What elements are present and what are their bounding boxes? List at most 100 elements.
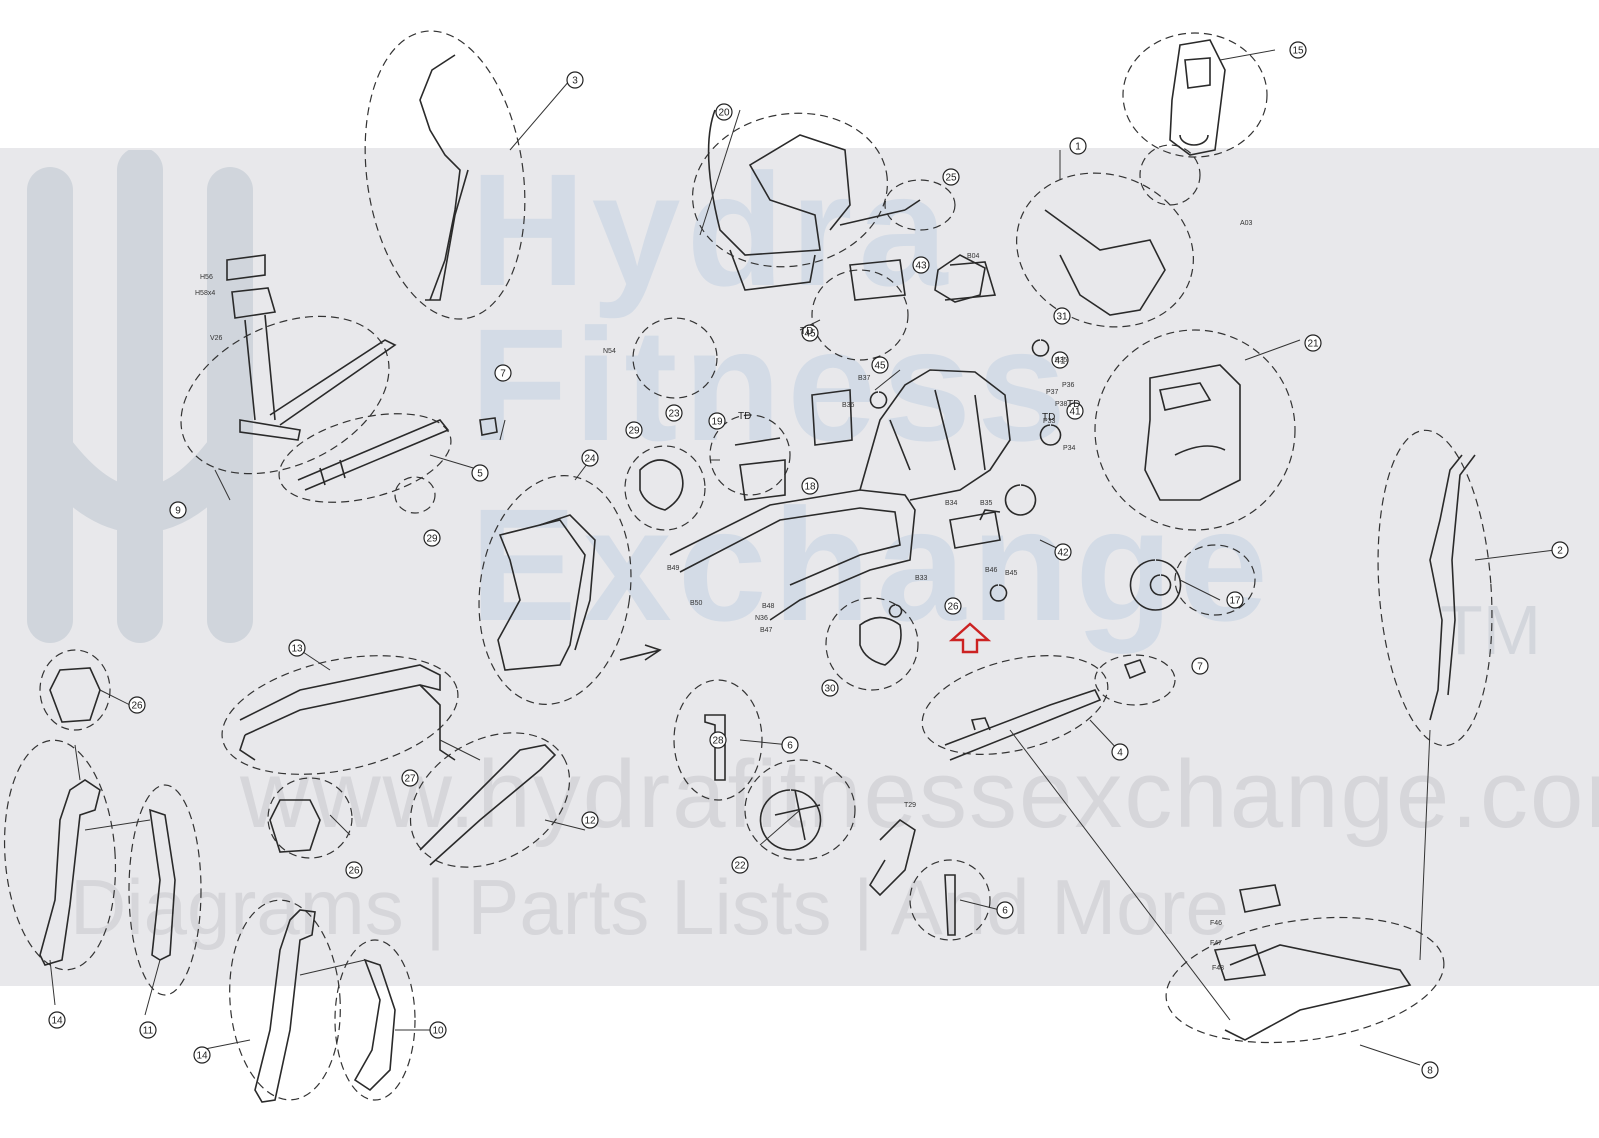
part-code-label: B45: [1005, 570, 1018, 577]
group-outline: [1165, 916, 1445, 1044]
part-outline: [1429, 454, 1463, 721]
callout-marker: 7: [494, 364, 512, 382]
group-outline: [632, 317, 718, 399]
callout-number: 24: [584, 454, 596, 465]
leader-line: [329, 814, 351, 836]
callout-circle: [731, 856, 749, 874]
callout-circle: [709, 731, 727, 749]
leader-line: [1179, 579, 1221, 601]
callout-circle: [944, 597, 962, 615]
callout-number: 21: [1307, 339, 1319, 350]
callout-number: 23: [668, 409, 680, 420]
watermark-line-2: Fitness: [470, 295, 1073, 474]
part-outline: [1129, 559, 1182, 611]
callout-marker: 6: [781, 736, 799, 754]
part-outline: [734, 437, 781, 446]
group-outline: [709, 414, 791, 496]
part-code-label: B33: [915, 575, 928, 582]
callout-number: 8: [1427, 1066, 1433, 1077]
group-outline: [691, 112, 889, 268]
part-outline: [989, 584, 1008, 602]
callout-marker: 8: [1421, 1061, 1439, 1079]
group-outline: [39, 649, 111, 731]
callout-number: 41: [1069, 407, 1081, 418]
group-outline: [884, 179, 956, 231]
leader-line: [499, 419, 506, 441]
part-outline: [539, 514, 596, 651]
watermark-trademark: TM: [1440, 591, 1542, 669]
callout-number: 18: [804, 482, 816, 493]
part-outline: [269, 799, 321, 853]
callout-circle: [801, 477, 819, 495]
leader-line: [199, 1039, 251, 1051]
part-outline: [269, 339, 397, 426]
callout-marker: 1: [1069, 137, 1087, 155]
callout-circle: [1054, 543, 1072, 561]
leader-line: [144, 959, 161, 1016]
watermark-logo-icon: [27, 150, 253, 643]
callout-number: 29: [628, 426, 640, 437]
part-outline: [619, 644, 662, 661]
part-code-label: F47: [1210, 940, 1222, 947]
callout-circle: [912, 256, 930, 274]
callout-circle: [1066, 402, 1084, 420]
group-outline: [1094, 329, 1296, 531]
callout-circle: [423, 529, 441, 547]
group-outline: [128, 784, 202, 996]
callout-number: 4: [1117, 748, 1123, 759]
callout-marker: 20: [715, 103, 733, 121]
callout-circle: [1191, 657, 1209, 675]
part-outline: [1224, 944, 1412, 1041]
group-outline: [1377, 429, 1493, 747]
part-code-label: V26: [210, 335, 223, 342]
part-code-label: B36: [842, 402, 855, 409]
td-label: TD: [1067, 399, 1080, 410]
part-code-label: A03: [1240, 220, 1253, 227]
part-code-label: P33: [1043, 418, 1056, 425]
watermark-tagline: Diagrams | Parts Lists | And More: [70, 863, 1229, 951]
callout-marker: 41: [1066, 402, 1084, 420]
callout-circle: [288, 639, 306, 657]
part-outline: [319, 459, 346, 486]
part-outline: [479, 417, 498, 436]
callout-circle: [1111, 743, 1129, 761]
watermark-url: www.hydrafitnessexchange.com: [240, 741, 1599, 848]
part-outline: [239, 419, 301, 441]
callout-marker: 41: [1051, 351, 1069, 369]
callout-marker: 15: [1289, 41, 1307, 59]
watermark-line-1: Hydra: [470, 140, 954, 319]
part-outline: [49, 667, 101, 723]
callout-circle: [625, 421, 643, 439]
callout-marker: 4: [1111, 743, 1129, 761]
leader-line: [1244, 339, 1301, 361]
part-outline: [759, 789, 822, 851]
callout-marker: 21: [1304, 334, 1322, 352]
callout-number: 13: [291, 644, 303, 655]
part-outline: [1447, 454, 1476, 696]
callout-circle: [821, 679, 839, 697]
part-code-label: B04: [967, 253, 980, 260]
part-outline: [1149, 574, 1172, 596]
part-outline: [949, 511, 1001, 549]
leader-line: [429, 454, 481, 471]
group-outline: [221, 655, 459, 775]
part-outline: [774, 789, 821, 841]
callout-circle: [494, 364, 512, 382]
callout-circle: [429, 1021, 447, 1039]
part-outline: [244, 314, 276, 421]
callout-circle: [1421, 1061, 1439, 1079]
part-outline: [239, 734, 256, 761]
part-code-label: B49: [667, 565, 680, 572]
callout-circle: [1051, 351, 1069, 369]
callout-marker: 27: [401, 769, 419, 787]
part-outline: [1179, 134, 1209, 146]
group-outline: [744, 759, 856, 861]
callout-number: 45: [874, 361, 886, 372]
part-code-label: B48: [762, 603, 775, 610]
callout-circle: [1226, 591, 1244, 609]
part-outline: [639, 459, 684, 511]
part-outline: [353, 958, 396, 1092]
callout-number: 25: [945, 173, 957, 184]
part-outline: [39, 779, 101, 966]
callout-number: 28: [712, 736, 724, 747]
